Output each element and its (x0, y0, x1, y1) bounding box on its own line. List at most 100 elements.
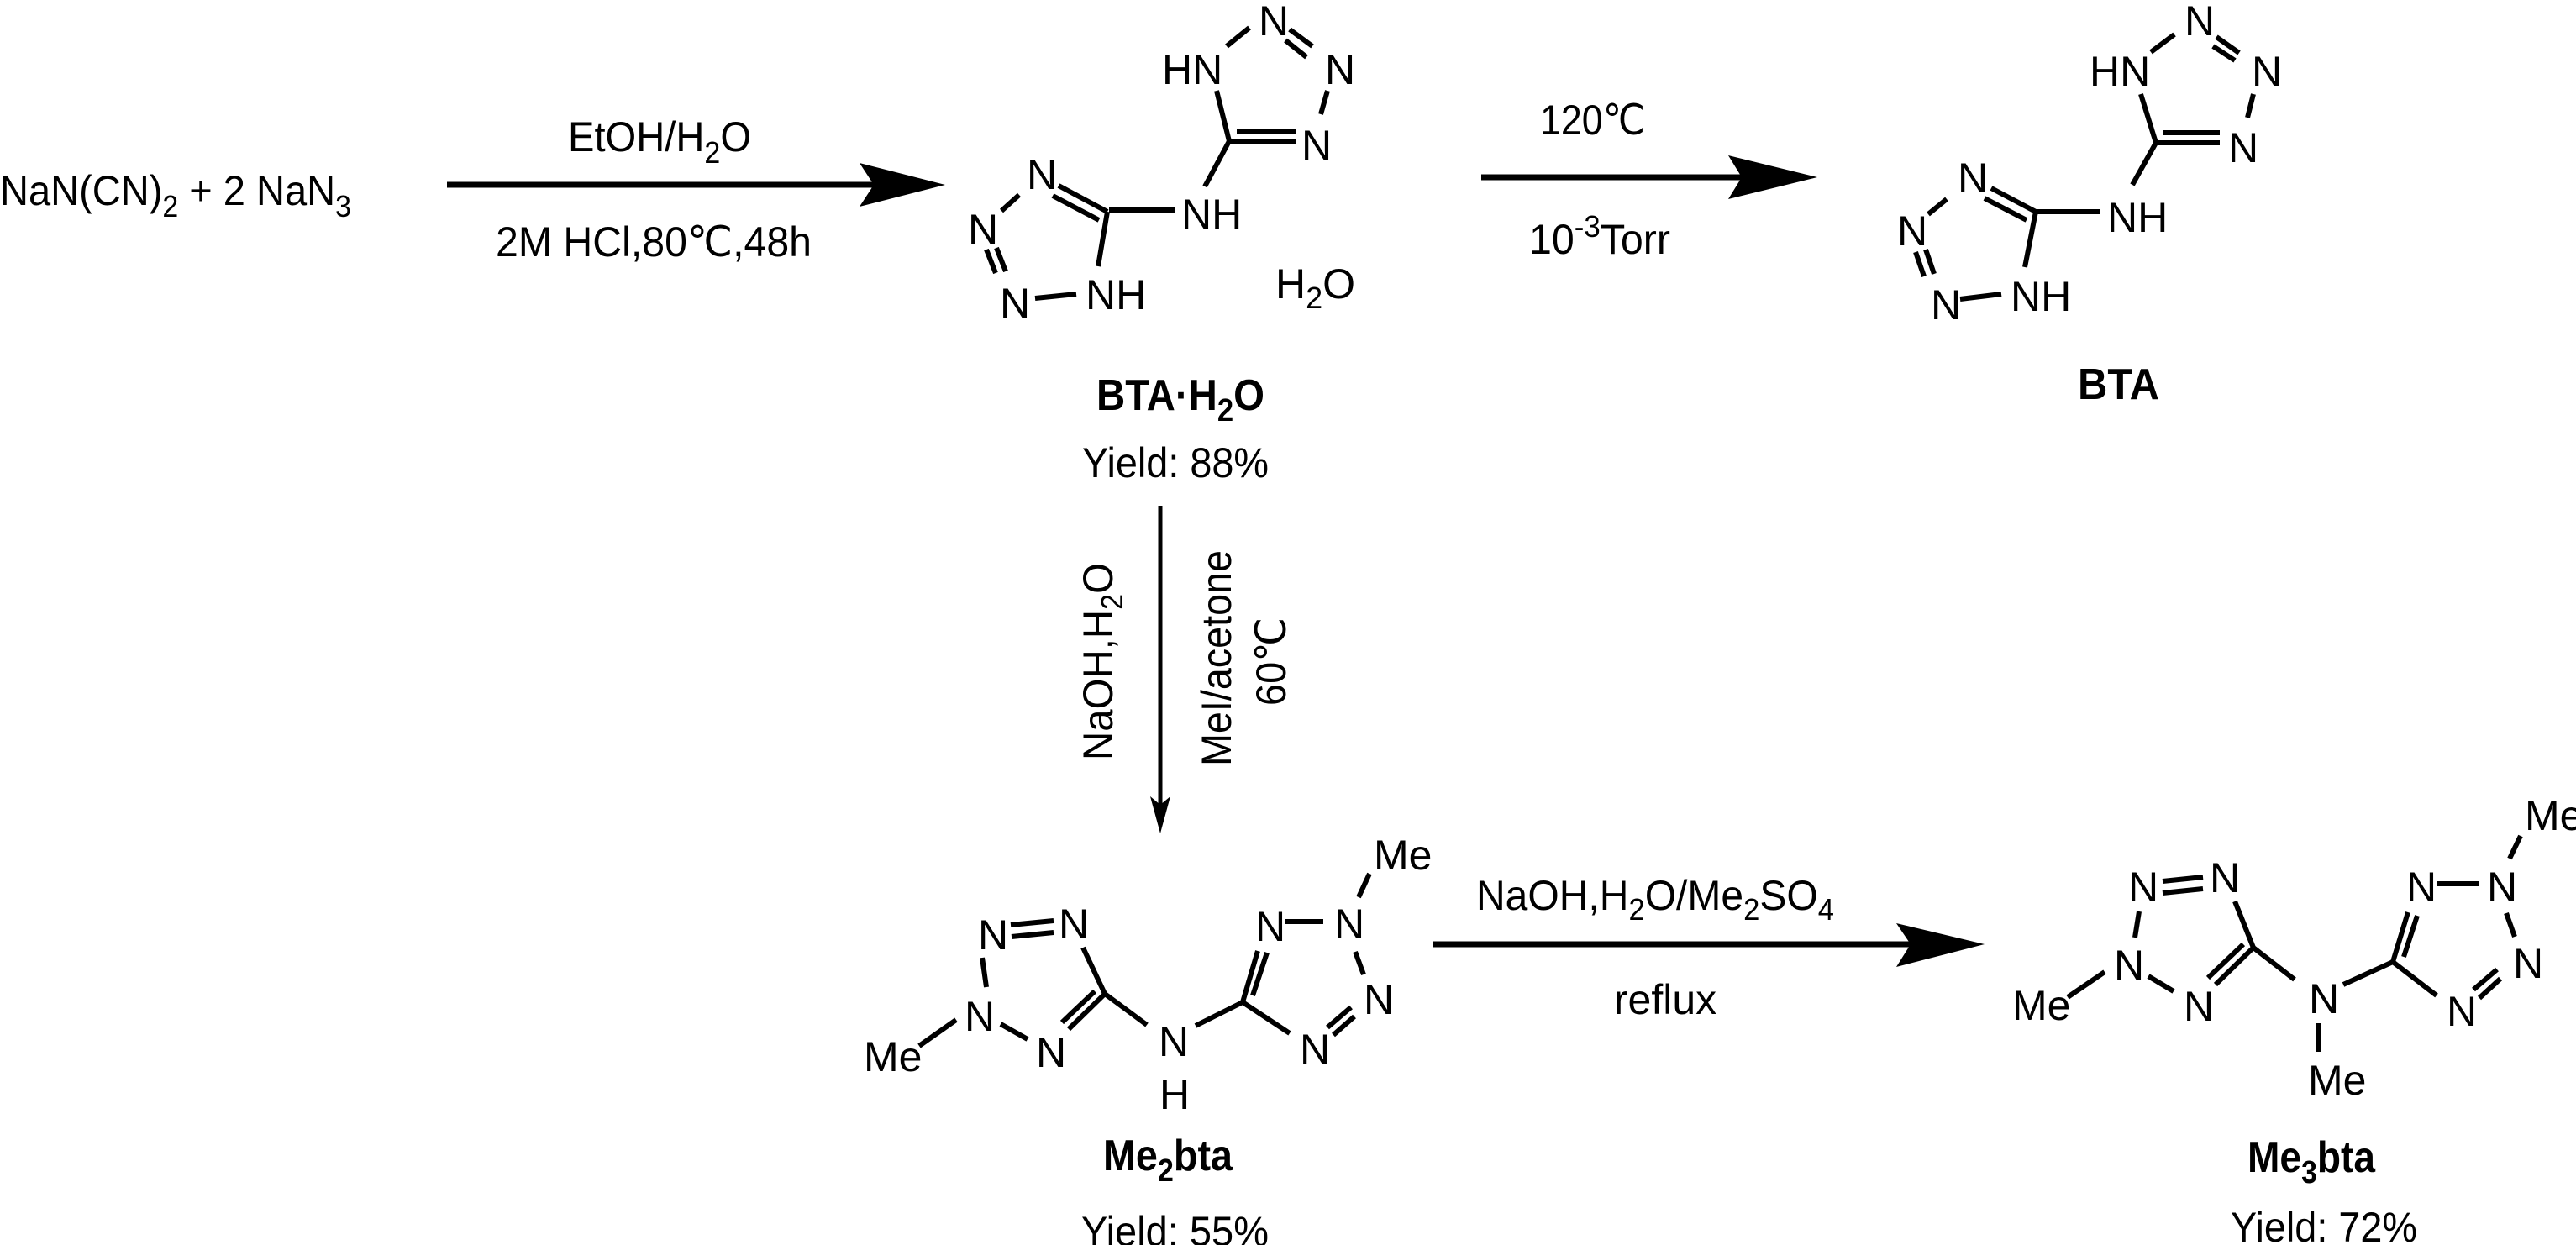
water-of-hydration: H2O (1275, 260, 1355, 315)
atom-n: N (2252, 48, 2282, 95)
reaction-arrow-2 (1481, 155, 1817, 199)
bond (1240, 950, 1260, 1003)
atom-n: N (965, 993, 995, 1040)
atom-n: N (978, 911, 1008, 959)
bond (2245, 93, 2256, 118)
bond (1066, 991, 1107, 1032)
atom-me: Me (864, 1033, 922, 1080)
atom-nh: NH (1086, 271, 1146, 318)
bond (2252, 945, 2296, 982)
reaction-arrow-4 (1433, 923, 1985, 967)
bond (1059, 989, 1097, 1025)
atom-n: N (1958, 155, 1988, 202)
bond (2507, 834, 2523, 860)
bond (2130, 141, 2158, 186)
atom-n: N (2406, 864, 2437, 911)
bond (1927, 197, 1948, 217)
atom-n: N (1334, 901, 1364, 948)
bond (2211, 44, 2237, 63)
atom-n: N (2513, 940, 2543, 987)
step4-above-sub: 2 (1628, 892, 1644, 927)
bond (999, 192, 1022, 213)
bond (2138, 93, 2158, 144)
bond (1318, 90, 1330, 115)
bond (2390, 911, 2410, 963)
step2-below-pre: 10 (1529, 216, 1575, 263)
water-sub: 2 (1306, 281, 1322, 315)
reaction-arrow-1 (447, 163, 945, 207)
step2-below-sup: -3 (1575, 209, 1601, 244)
bta-h2o-yield: Yield: 88% (1082, 439, 1269, 486)
step2-below-label: 10-3Torr (1529, 209, 1670, 263)
atom-n: N (2184, 0, 2215, 45)
step2-above-label: 120℃ (1540, 97, 1645, 144)
bond (2147, 974, 2175, 994)
bond (984, 248, 998, 275)
step3-left-post: O (1075, 563, 1122, 594)
atom-n: N (1027, 151, 1057, 198)
bond (1332, 1014, 1356, 1038)
atom-n: N (1931, 281, 1961, 328)
atom-n: N (968, 206, 998, 253)
bond (1913, 251, 1927, 277)
arrow-4-head (1896, 923, 1985, 967)
bond (1034, 292, 1077, 301)
bond (2162, 875, 2204, 884)
bond (1923, 249, 1937, 275)
atom-me: Me (1374, 832, 1432, 879)
atom-n: N (1325, 46, 1355, 93)
bta-h2o-structure: N HN N N NH N N N NH H2O (968, 0, 1355, 327)
step3-left-pre: NaOH,H (1075, 610, 1122, 760)
arrow-2-head (1728, 155, 1817, 199)
bond (1057, 183, 1109, 214)
atom-n: N (2487, 864, 2517, 911)
bond (1353, 950, 1366, 976)
bond (2401, 915, 2420, 958)
bond (2342, 959, 2395, 987)
me2bta-name-post: bta (1174, 1132, 1233, 1180)
bond (1011, 930, 1054, 939)
bond (1284, 38, 1308, 60)
bond (2215, 34, 2241, 55)
step1-above-pre: EtOH/H (568, 113, 704, 160)
atom-n: N (1301, 122, 1332, 169)
step3-right-label-1: MeI/acetone (1193, 550, 1240, 766)
atom-n: N (1255, 903, 1285, 950)
me3bta-name-post: bta (2317, 1133, 2376, 1182)
atom-n: N (2228, 124, 2258, 171)
bta-h2o-name-sub: 2 (1217, 393, 1233, 428)
atom-me: Me (2308, 1057, 2366, 1104)
step2-below-post: Torr (1601, 216, 1670, 263)
atom-h: H (1159, 1071, 1190, 1118)
bond (2391, 959, 2438, 998)
arrow-3-head (1150, 796, 1170, 833)
bond (1080, 946, 1107, 995)
bond (1214, 90, 1232, 142)
atom-n: N (1300, 1026, 1330, 1073)
bond (2066, 969, 2106, 1000)
bond (1241, 1000, 1291, 1036)
bond (2504, 911, 2517, 938)
step3-right-label-2: 60℃ (1248, 617, 1295, 706)
atom-n: N (1059, 901, 1089, 948)
bond (1010, 918, 1054, 927)
reactants-text-mid: + 2 NaN (178, 167, 335, 214)
bond (980, 957, 989, 988)
reactants-text-main: NaN(CN) (0, 167, 162, 214)
atom-n-amine: N (2309, 975, 2339, 1022)
bond (1356, 872, 1372, 899)
bond (1225, 25, 1251, 49)
bond (2232, 900, 2256, 949)
bond (1990, 186, 2037, 214)
atom-hn: HN (1162, 46, 1222, 93)
atom-n: N (1000, 280, 1030, 327)
me3bta-name-pre: Me (2247, 1133, 2301, 1182)
atom-n-amine: N (1159, 1018, 1189, 1065)
me3bta-name: Me3bta (2247, 1133, 2376, 1190)
reactants-label: NaN(CN)2 + 2 NaN3 (0, 167, 351, 223)
atom-nh-bridge: NH (1181, 191, 1242, 238)
atom-n: N (2114, 942, 2144, 989)
bta-h2o-name: BTA·H2O (1096, 371, 1264, 428)
bta-structure: N HN N N NH N N N NH (1897, 0, 2282, 328)
